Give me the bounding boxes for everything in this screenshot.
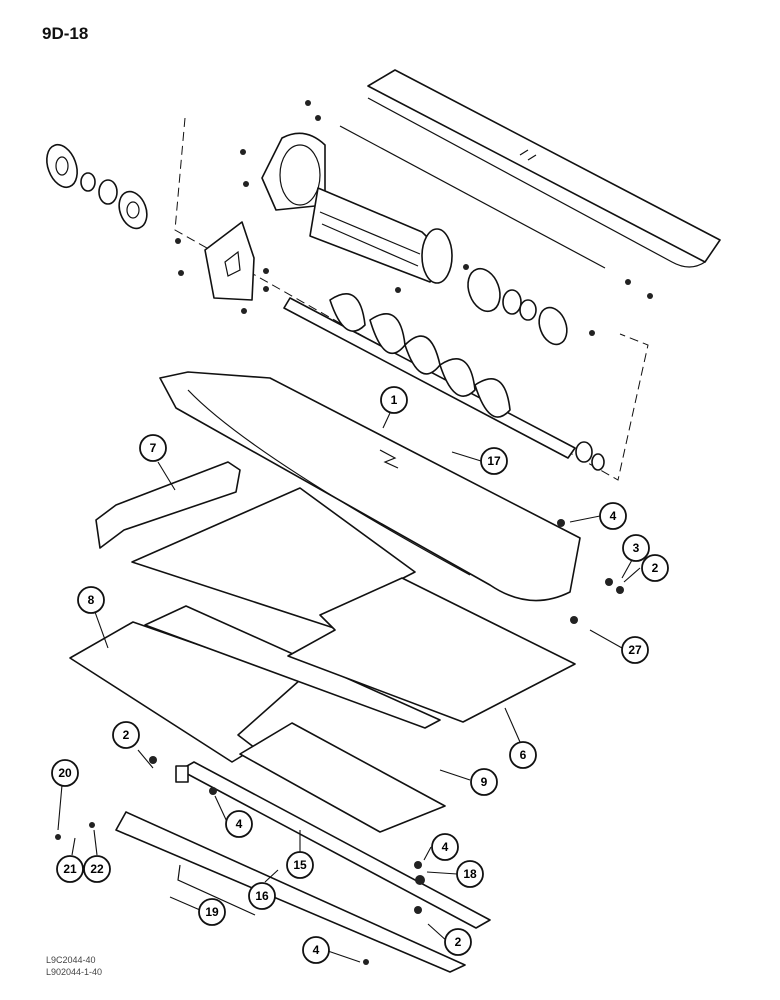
drawing-code-1: L9C2044-40 xyxy=(46,955,96,965)
pin-rod xyxy=(177,864,256,916)
left-liner-plate xyxy=(69,621,301,763)
top-cover-shield xyxy=(367,69,721,268)
callouts: 1 2 2 2 3 4 4 4 4 6 7 8 9 15 16 17 18 xyxy=(51,386,669,964)
callout-20: 20 xyxy=(51,759,79,787)
drum-cylinder xyxy=(309,187,453,284)
callout-4c: 4 xyxy=(431,833,459,861)
svg-text:1: 1 xyxy=(391,393,398,407)
svg-text:15: 15 xyxy=(293,858,307,872)
auger-trough xyxy=(159,371,581,602)
svg-text:27: 27 xyxy=(628,643,642,657)
callout-19: 19 xyxy=(198,898,226,926)
svg-text:3: 3 xyxy=(633,541,640,555)
assembly-outline xyxy=(174,117,649,481)
auger-screw xyxy=(283,293,605,471)
svg-text:2: 2 xyxy=(123,728,130,742)
svg-text:4: 4 xyxy=(610,509,617,523)
svg-text:21: 21 xyxy=(63,862,77,876)
svg-text:2: 2 xyxy=(455,935,462,949)
svg-text:2: 2 xyxy=(652,561,659,575)
side-brace xyxy=(95,461,241,549)
svg-text:6: 6 xyxy=(520,748,527,762)
mounting-plate xyxy=(204,221,255,301)
svg-text:17: 17 xyxy=(487,454,501,468)
callout-2c: 2 xyxy=(444,928,472,956)
svg-text:16: 16 xyxy=(255,889,269,903)
end-flange xyxy=(261,132,326,211)
callout-2b: 2 xyxy=(641,554,669,582)
lower-liner-plate xyxy=(239,722,446,833)
svg-text:9: 9 xyxy=(481,775,488,789)
svg-text:8: 8 xyxy=(88,593,95,607)
center-strip xyxy=(144,605,441,729)
support-channel xyxy=(175,761,491,929)
svg-text:22: 22 xyxy=(90,862,104,876)
hardware xyxy=(55,100,653,965)
right-bearing-set xyxy=(467,267,568,346)
callout-22: 22 xyxy=(83,855,111,883)
callout-2a: 2 xyxy=(112,721,140,749)
callout-4a: 4 xyxy=(599,502,627,530)
svg-text:4: 4 xyxy=(236,817,243,831)
callout-21: 21 xyxy=(56,855,84,883)
svg-text:7: 7 xyxy=(150,441,157,455)
cover-rod xyxy=(339,125,606,269)
right-liner-plate xyxy=(287,577,576,723)
svg-text:18: 18 xyxy=(463,867,477,881)
callout-15: 15 xyxy=(286,851,314,879)
callout-7: 7 xyxy=(139,434,167,462)
callout-9: 9 xyxy=(470,768,498,796)
callout-18: 18 xyxy=(456,860,484,888)
svg-text:4: 4 xyxy=(442,840,449,854)
callout-8: 8 xyxy=(77,586,105,614)
callout-6: 6 xyxy=(509,741,537,769)
callout-4d: 4 xyxy=(302,936,330,964)
drawing-code-2: L902044-1-40 xyxy=(46,967,103,977)
callout-16: 16 xyxy=(248,882,276,910)
callout-3: 3 xyxy=(622,534,650,562)
callout-1: 1 xyxy=(380,386,408,414)
left-bearing-set xyxy=(46,143,148,230)
svg-text:20: 20 xyxy=(58,766,72,780)
svg-text:19: 19 xyxy=(205,905,219,919)
callout-17: 17 xyxy=(480,447,508,475)
page-number: 9D-18 xyxy=(42,24,89,43)
callout-4b: 4 xyxy=(225,810,253,838)
svg-text:4: 4 xyxy=(313,943,320,957)
deflector-plate xyxy=(115,811,466,973)
callout-27: 27 xyxy=(621,636,649,664)
